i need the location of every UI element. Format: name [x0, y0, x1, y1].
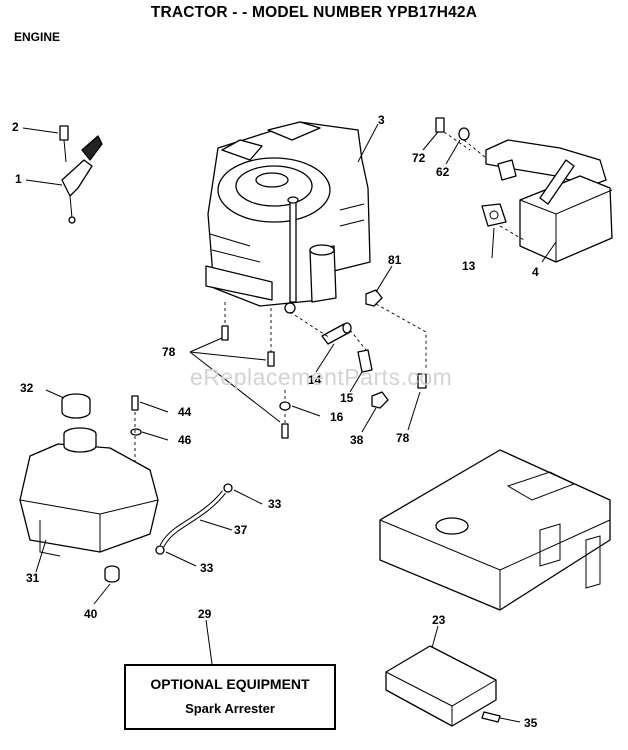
- tank-washer-part: [130, 428, 142, 436]
- callout-31: 31: [26, 571, 40, 585]
- optional-equipment-item: Spark Arrester: [185, 701, 275, 716]
- optional-equipment-box: OPTIONAL EQUIPMENT Spark Arrester: [124, 664, 336, 730]
- bolt-part: [221, 325, 427, 439]
- callout-23: 23: [432, 613, 446, 627]
- section-label: ENGINE: [14, 30, 61, 44]
- callout-15: 15: [340, 391, 354, 405]
- callout-35: 35: [524, 716, 538, 730]
- page-title: TRACTOR - - MODEL NUMBER YPB17H42A: [150, 4, 478, 21]
- callout-16: 16: [330, 410, 344, 424]
- shield-screw-part: [481, 711, 501, 723]
- fuel-cap-part: [61, 393, 91, 419]
- engine-part: [205, 121, 371, 314]
- heat-shield-part: [385, 645, 497, 727]
- callout-33: 33: [268, 497, 282, 511]
- callout-46: 46: [178, 433, 192, 447]
- callout-78-right: 78: [396, 431, 410, 445]
- optional-equipment-title: OPTIONAL EQUIPMENT: [150, 676, 310, 692]
- washer-part: [279, 401, 291, 411]
- tank-screw-part: [131, 395, 139, 411]
- fuel-line-part: [159, 490, 226, 548]
- callout-13: 13: [462, 259, 476, 273]
- fuel-tank-part: [19, 427, 159, 557]
- callout-2: 2: [12, 120, 19, 134]
- nut-part: [365, 289, 383, 307]
- watermark: eReplacementParts.com: [190, 364, 453, 390]
- callout-72: 72: [412, 151, 426, 165]
- callout-4: 4: [532, 265, 539, 279]
- muffler-part: [485, 139, 613, 263]
- callout-62: 62: [436, 165, 450, 179]
- exhaust-gasket-part: [458, 127, 470, 141]
- shoulder-pin-part: [321, 322, 352, 345]
- callout-32: 32: [20, 381, 34, 395]
- locknut-part: [371, 391, 389, 409]
- frame-part: [379, 449, 611, 611]
- callout-29: 29: [198, 607, 212, 621]
- callout-40: 40: [84, 607, 98, 621]
- callout-33-lower: 33: [200, 561, 214, 575]
- callout-38: 38: [350, 433, 364, 447]
- callout-14: 14: [308, 373, 322, 387]
- callout-78: 78: [162, 345, 176, 359]
- spacer-part: [357, 349, 373, 373]
- callout-81: 81: [388, 253, 402, 267]
- hose-clamp-part: [155, 483, 233, 555]
- muffler-screw-part: [435, 117, 445, 133]
- grommet-part: [104, 565, 120, 583]
- callout-3: 3: [378, 113, 385, 127]
- callout-1: 1: [15, 172, 22, 186]
- callout-44: 44: [178, 405, 192, 419]
- throttle-control-part: [59, 125, 103, 224]
- callout-37: 37: [234, 523, 248, 537]
- muffler-gasket-part: [481, 203, 507, 227]
